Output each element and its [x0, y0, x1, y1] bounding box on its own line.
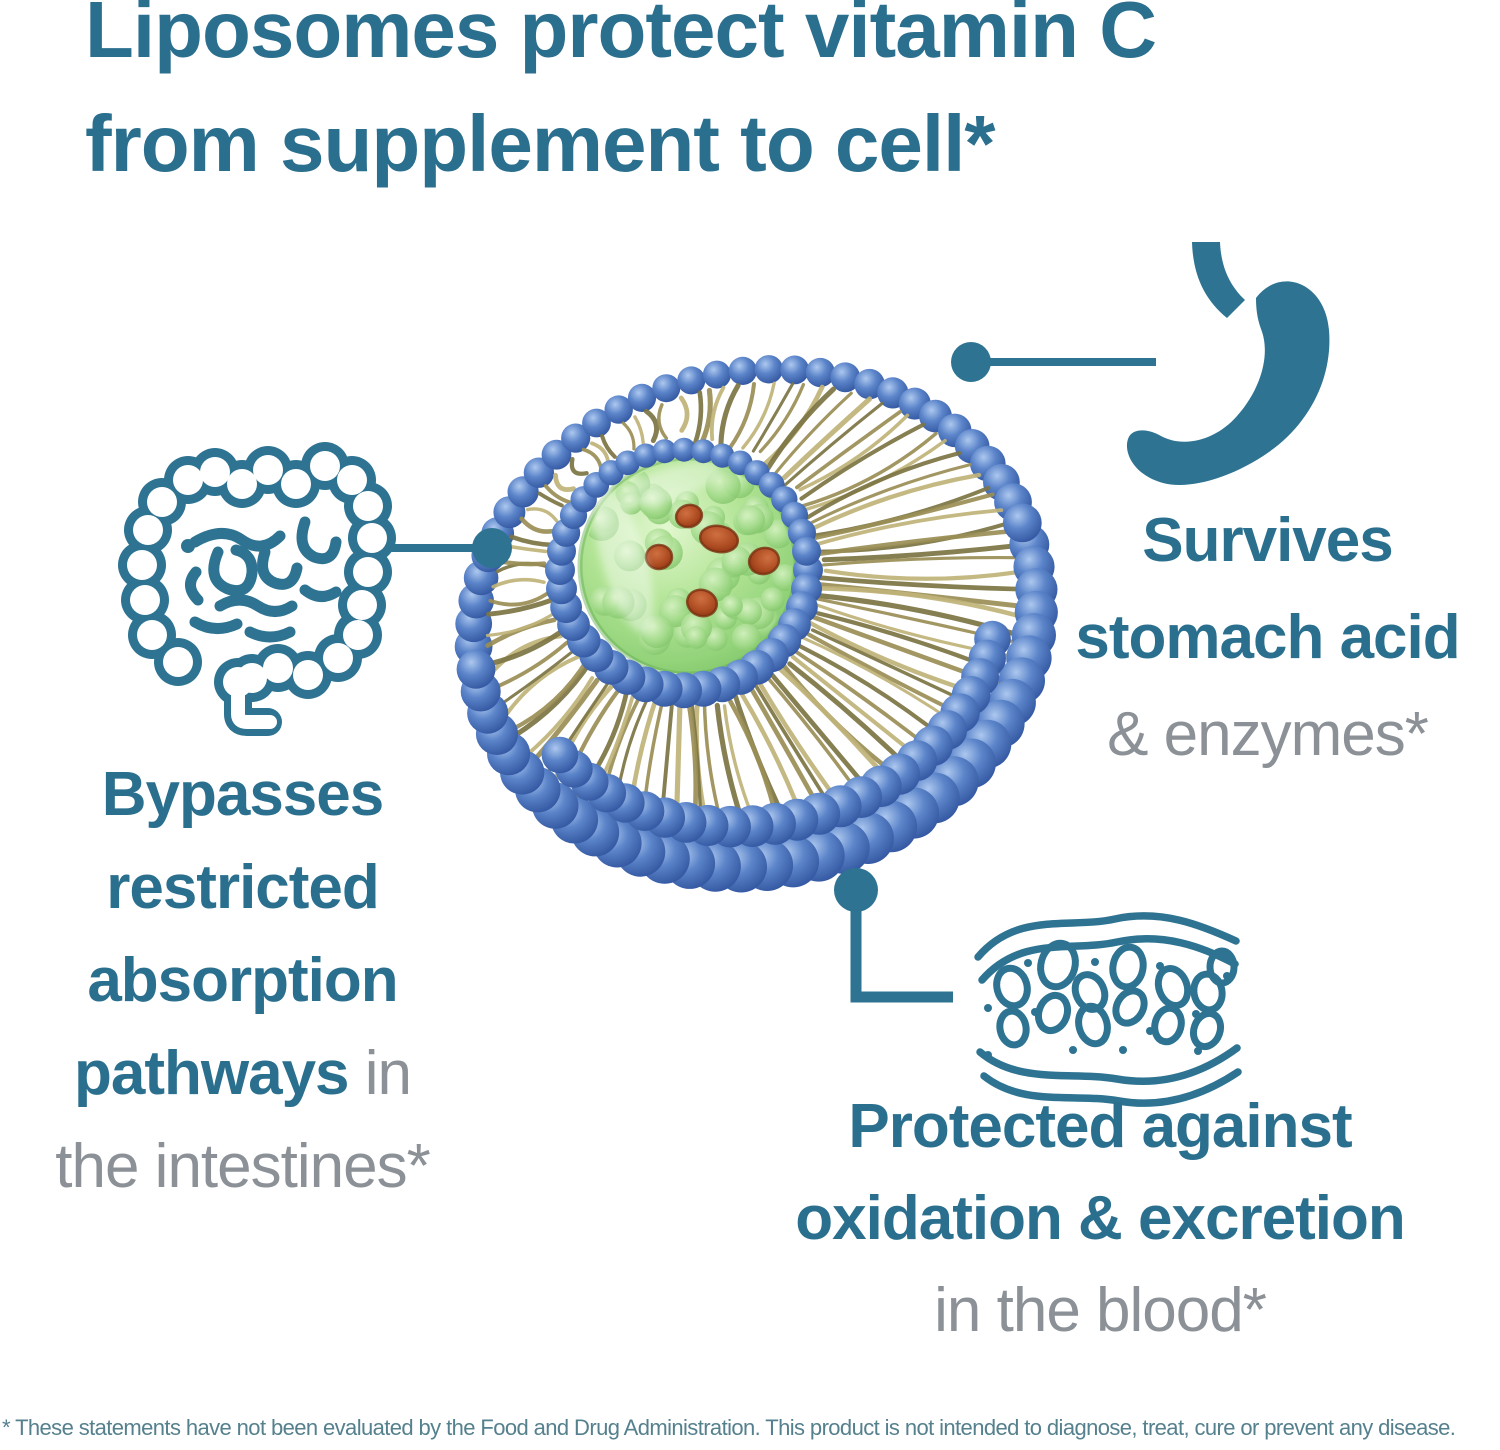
connector-stomach [951, 342, 1156, 382]
connector-intestines [385, 528, 512, 568]
callout-intestines: Bypasses restricted absorption pathways … [15, 748, 470, 1213]
fda-disclaimer: * These statements have not been evaluat… [2, 1415, 1456, 1440]
blood-heading-line2: oxidation & excretion [795, 1184, 1405, 1253]
intestines-heading-line1: Bypasses [101, 760, 385, 829]
connector-stomach-dot [951, 342, 991, 382]
intestines-icon [118, 442, 396, 736]
liposome-illustration [454, 355, 1058, 893]
intestines-heading-line3: absorption [87, 946, 398, 1015]
page-title: Liposomes protect vitamin C from supplem… [85, 0, 1445, 201]
intestines-heading-line4-gray: in [348, 1039, 412, 1108]
stomach-heading-line1: Survives [1142, 506, 1394, 575]
connector-intestines-dot [472, 528, 512, 568]
callout-stomach: Survives stomach acid & enzymes* [1040, 492, 1495, 783]
intestines-heading-line2: restricted [106, 853, 380, 922]
stomach-icon [1126, 242, 1330, 485]
intestines-heading-line4: pathways in [15, 1027, 470, 1120]
blood-vessel-icon [974, 912, 1242, 1107]
callout-blood: Protected against oxidation & excretion … [790, 1081, 1410, 1357]
stomach-heading-line2: stomach acid [1075, 603, 1460, 672]
blood-heading-line1: Protected against [848, 1092, 1352, 1161]
intestines-heading-line4-bold: pathways [73, 1039, 350, 1108]
page-title-line1: Liposomes protect vitamin C [85, 0, 1157, 74]
page-title-line2: from supplement to cell* [85, 99, 995, 188]
stomach-esophagus-shape [1192, 242, 1245, 318]
intestines-subtext: the intestines* [55, 1132, 430, 1201]
blood-subtext: in the blood* [934, 1276, 1267, 1345]
stomach-body-shape [1126, 281, 1330, 485]
connector-blood [834, 868, 953, 1003]
connector-blood-line [850, 902, 953, 1003]
stomach-subtext: & enzymes* [1107, 700, 1429, 769]
connector-blood-dot [834, 868, 878, 912]
